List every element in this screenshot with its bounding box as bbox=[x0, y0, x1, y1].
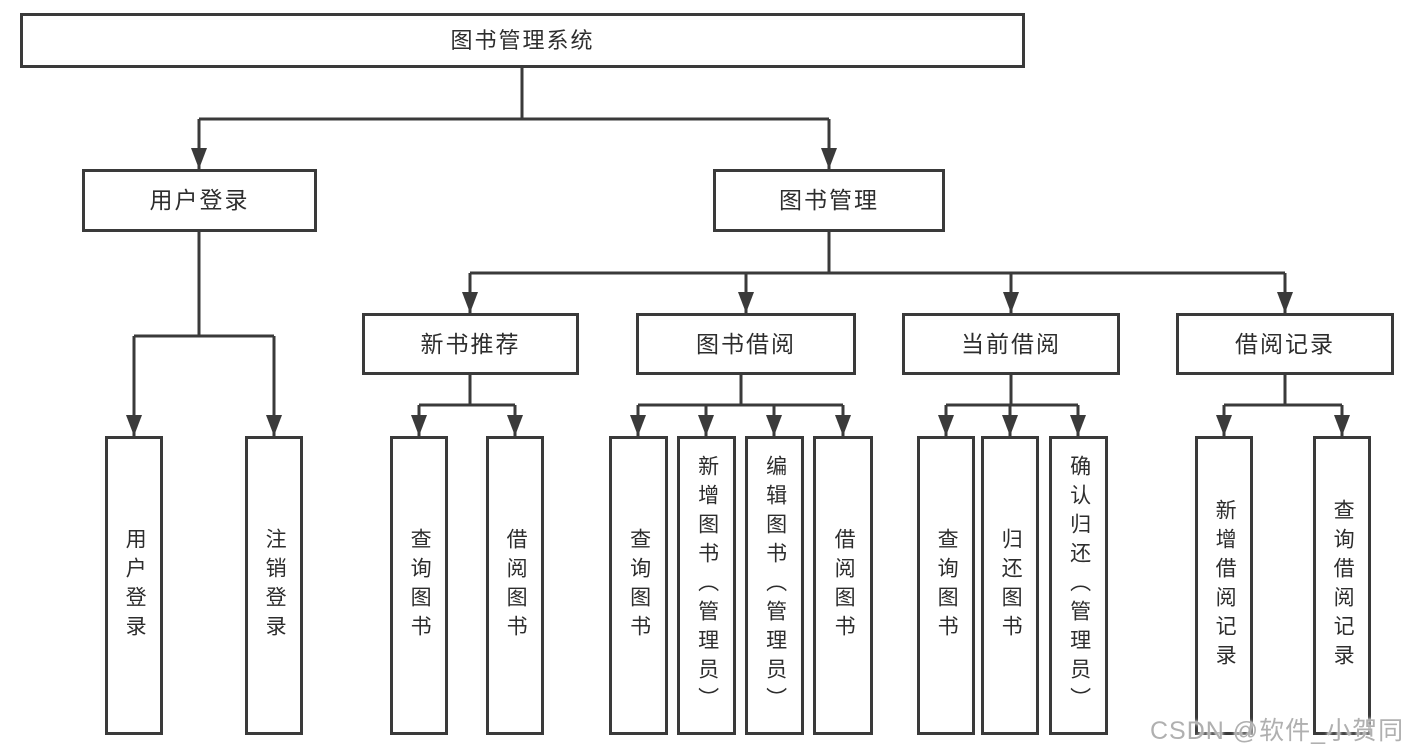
leaf-bb-query-books: 查询图书 bbox=[609, 436, 668, 735]
node-borrow-records: 借阅记录 bbox=[1176, 313, 1394, 375]
node-user-login: 用户登录 bbox=[82, 169, 317, 232]
node-new-book-recommend: 新书推荐 bbox=[362, 313, 579, 375]
node-book-borrow: 图书借阅 bbox=[636, 313, 856, 375]
node-book-management: 图书管理 bbox=[713, 169, 945, 232]
leaf-br-query-borrow-record: 查询借阅记录 bbox=[1313, 436, 1371, 735]
leaf-nb-query-books: 查询图书 bbox=[390, 436, 448, 735]
leaf-bb-edit-books-admin: 编辑图书（管理员） bbox=[745, 436, 804, 735]
leaf-cb-query-books: 查询图书 bbox=[917, 436, 975, 735]
csdn-watermark: CSDN @软件_小贺同学 bbox=[1150, 717, 1405, 745]
node-root-system: 图书管理系统 bbox=[20, 13, 1025, 68]
node-current-borrow: 当前借阅 bbox=[902, 313, 1120, 375]
leaf-cb-return-books: 归还图书 bbox=[981, 436, 1039, 735]
leaf-nb-borrow-books: 借阅图书 bbox=[486, 436, 544, 735]
leaf-user-login: 用户登录 bbox=[105, 436, 163, 735]
leaf-br-add-borrow-record: 新增借阅记录 bbox=[1195, 436, 1253, 735]
leaf-bb-borrow-books: 借阅图书 bbox=[813, 436, 873, 735]
leaf-logout: 注销登录 bbox=[245, 436, 303, 735]
leaf-cb-confirm-return-admin: 确认归还（管理员） bbox=[1049, 436, 1108, 735]
leaf-bb-add-books-admin: 新增图书（管理员） bbox=[677, 436, 736, 735]
